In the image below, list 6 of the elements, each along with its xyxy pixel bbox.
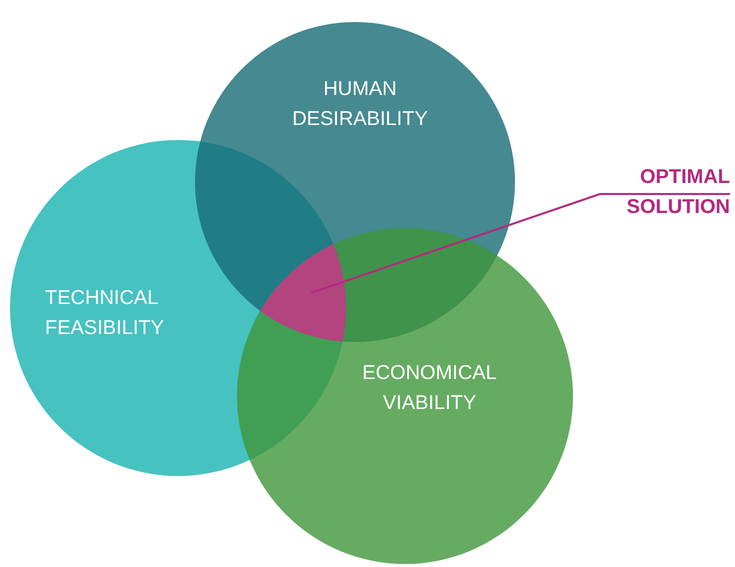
circle-label: ECONOMICAL VIABILITY: [361, 361, 498, 416]
leader-line: [310, 193, 730, 294]
circle-label: TECHNICAL FEASIBILITY: [45, 286, 165, 341]
callout-label: OPTIMAL SOLUTION: [588, 162, 730, 222]
circle-label: HUMAN DESIRABILITY: [291, 77, 429, 132]
intersection-region: [260, 244, 346, 342]
